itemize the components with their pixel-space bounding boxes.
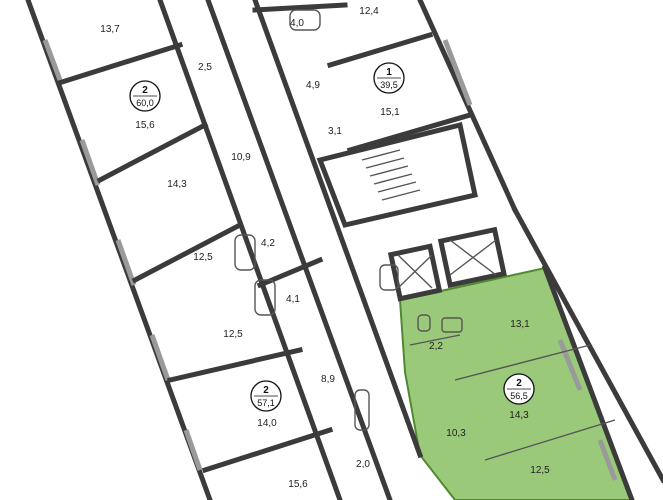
apartment-area: 60,0: [136, 98, 154, 108]
elevator-shafts: [387, 226, 507, 302]
left-block-walls: [25, 0, 424, 500]
room-area-label: 10,3: [446, 428, 466, 439]
room-area-label: 12,5: [193, 252, 213, 263]
apartment-rooms: 2: [516, 378, 522, 389]
room-area-label: 12,5: [223, 329, 243, 340]
room-area-label: 2,2: [429, 341, 443, 352]
stair-core: [316, 121, 478, 228]
room-area-label: 14,3: [509, 410, 529, 421]
room-area-label: 12,4: [359, 6, 379, 17]
apartment-badge-39[interactable]: 1 39,5: [373, 62, 405, 94]
room-area-label: 15,6: [288, 479, 308, 490]
apartment-badge-57[interactable]: 2 57,1: [250, 380, 282, 412]
room-area-label: 14,3: [167, 179, 187, 190]
apartment-badge-56[interactable]: 2 56,5: [503, 373, 535, 405]
room-area-label: 15,1: [380, 107, 400, 118]
room-area-label: 10,9: [231, 152, 251, 163]
room-area-label: 4,2: [261, 238, 275, 249]
apartment-rooms: 2: [263, 385, 269, 396]
room-labels: 13,7 4,0 12,4 2,5 4,9 15,6 15,1 3,1 10,9…: [100, 6, 550, 490]
room-area-label: 2,0: [356, 459, 370, 470]
room-area-label: 3,1: [328, 126, 342, 137]
apartment-area: 57,1: [257, 398, 275, 408]
room-area-label: 2,5: [198, 62, 212, 73]
bathroom-fixtures: [234, 9, 463, 431]
room-area-label: 4,0: [290, 18, 304, 29]
room-area-label: 4,9: [306, 80, 320, 91]
partitions: [58, 2, 616, 474]
apartment-area: 39,5: [380, 80, 398, 90]
room-area-label: 12,5: [530, 465, 550, 476]
room-area-label: 15,6: [135, 120, 155, 131]
apartment-area: 56,5: [510, 391, 528, 401]
apartment-rooms: 2: [142, 85, 148, 96]
apartment-badge-60[interactable]: 2 60,0: [129, 80, 161, 112]
apartment-rooms: 1: [386, 67, 392, 78]
room-area-label: 4,1: [286, 294, 300, 305]
room-area-label: 8,9: [321, 374, 335, 385]
room-area-label: 13,1: [510, 319, 530, 330]
room-area-label: 13,7: [100, 24, 120, 35]
room-area-label: 14,0: [257, 418, 277, 429]
